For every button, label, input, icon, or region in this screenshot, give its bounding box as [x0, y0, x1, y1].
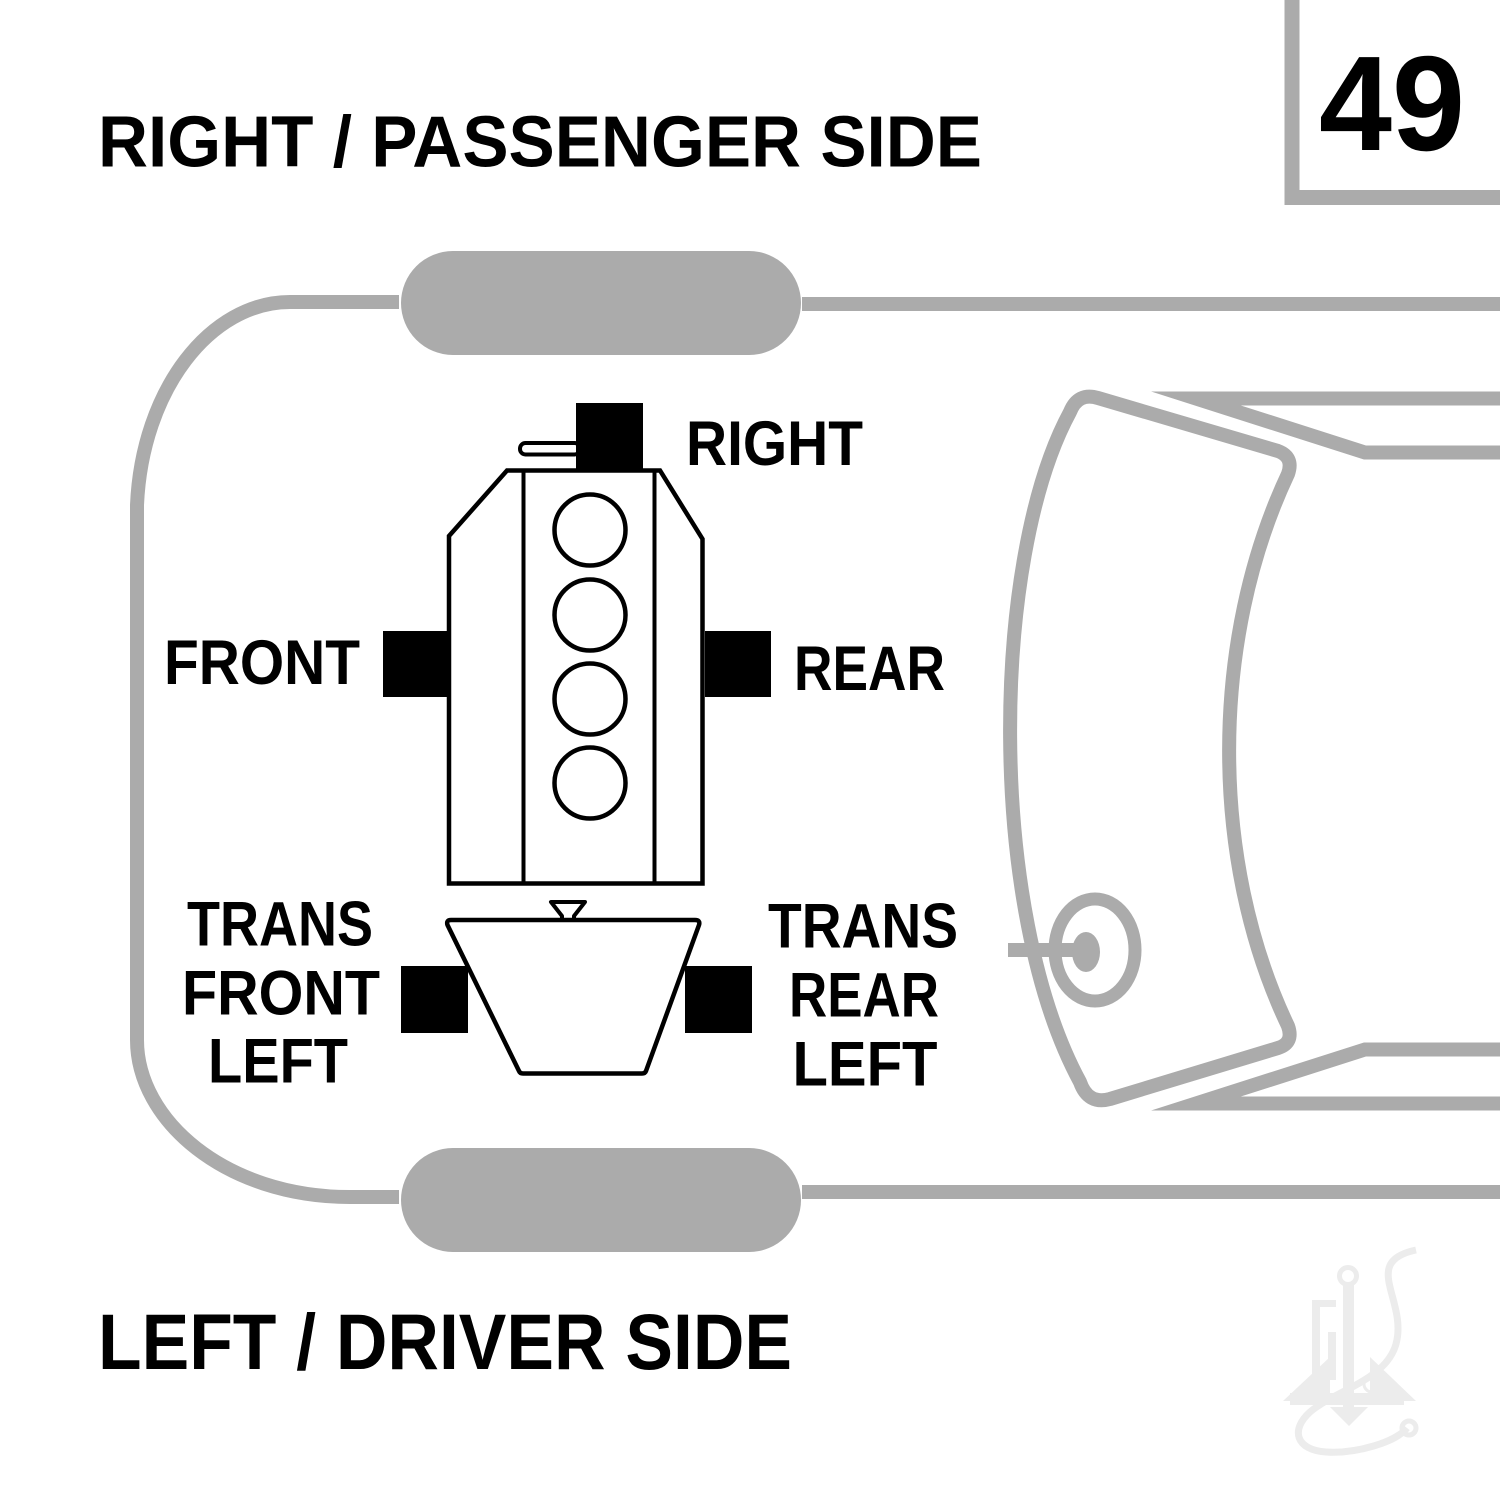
- svg-text:REAR: REAR: [789, 961, 939, 1031]
- svg-text:LEFT / DRIVER SIDE: LEFT / DRIVER SIDE: [98, 1298, 792, 1386]
- svg-text:LEFT: LEFT: [793, 1030, 938, 1100]
- svg-text:RIGHT / PASSENGER SIDE: RIGHT / PASSENGER SIDE: [98, 103, 982, 183]
- svg-text:LEFT: LEFT: [208, 1027, 348, 1097]
- svg-text:FRONT: FRONT: [164, 628, 360, 698]
- svg-text:TRANS: TRANS: [187, 890, 373, 960]
- svg-text:RIGHT: RIGHT: [686, 409, 863, 479]
- svg-text:REAR: REAR: [794, 634, 945, 704]
- svg-text:FRONT: FRONT: [182, 959, 380, 1029]
- svg-text:TRANS: TRANS: [768, 892, 958, 962]
- svg-text:49: 49: [1319, 28, 1465, 179]
